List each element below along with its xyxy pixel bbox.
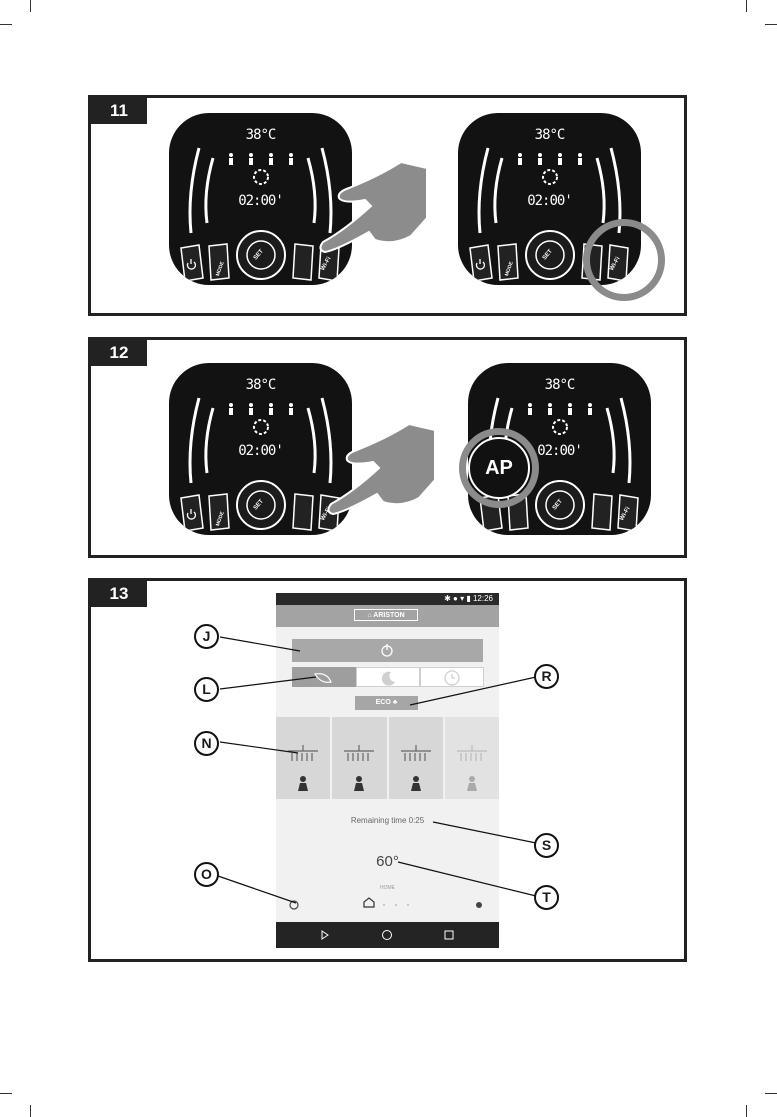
shower-option[interactable] xyxy=(444,717,499,799)
time-display: 02:00' xyxy=(238,443,284,459)
mode-selector xyxy=(292,667,484,687)
shower-option[interactable] xyxy=(276,717,331,799)
ariston-logo: ⌂ ARISTON xyxy=(354,609,418,621)
status-time: 12:26 xyxy=(472,594,493,603)
back-icon xyxy=(321,930,329,940)
callout-s: S xyxy=(534,833,559,858)
nav-icons xyxy=(321,930,454,940)
home-nav-icon xyxy=(382,930,392,940)
shower-person-icon xyxy=(400,745,431,791)
time-display: 02:00' xyxy=(238,193,284,209)
android-nav-bar xyxy=(276,922,499,948)
callout-r: R xyxy=(534,664,559,689)
time-display: 02:00' xyxy=(537,443,583,459)
callout-t: T xyxy=(534,885,559,910)
temperature-display: 38°C xyxy=(245,127,277,143)
shower-person-icon xyxy=(456,745,487,791)
night-mode-tab[interactable] xyxy=(356,667,420,687)
step-number: 12 xyxy=(91,340,147,366)
crop-mark xyxy=(30,0,31,12)
crop-mark xyxy=(0,1093,12,1094)
recents-icon xyxy=(444,930,454,940)
callout-j: J xyxy=(194,624,219,649)
highlight-circle xyxy=(583,219,665,301)
shower-option[interactable] xyxy=(332,717,387,799)
device-graphics xyxy=(180,397,340,532)
device-graphics xyxy=(180,147,340,282)
crop-mark xyxy=(746,0,747,12)
app-header: ⌂ ARISTON xyxy=(276,605,499,627)
callout-o: O xyxy=(194,862,219,887)
control-panel-device: 38°C 02:00' MODE SET Wi-Fi xyxy=(169,113,352,285)
power-button[interactable] xyxy=(292,639,483,662)
eco-button[interactable]: ECO ♣ xyxy=(355,696,418,710)
device-graphics xyxy=(479,397,639,532)
ap-indicator: AP xyxy=(468,437,530,499)
callout-n: N xyxy=(194,731,219,756)
leaf-icon xyxy=(314,673,332,683)
status-bar: ✱ ● ▾ ▮ 12:26 xyxy=(276,593,499,605)
logo-text: ARISTON xyxy=(373,612,405,619)
power-icon xyxy=(381,644,393,657)
callout-l: L xyxy=(194,677,219,702)
crop-mark xyxy=(765,1093,777,1094)
highlight-circle xyxy=(459,428,539,508)
step-11-panel: 11 38°C 02:00' MODE SET Wi-Fi xyxy=(88,95,687,316)
temperature-display: 38°C xyxy=(245,377,277,393)
eco-mode-tab[interactable] xyxy=(292,667,356,687)
gear-icon xyxy=(476,902,482,908)
eco-label: ECO xyxy=(375,699,391,706)
shower-person-icon xyxy=(344,745,375,791)
step-number: 13 xyxy=(91,581,147,607)
temperature-value: 60° xyxy=(376,853,399,870)
temperature-display: 38°C xyxy=(534,127,566,143)
shower-option[interactable] xyxy=(388,717,443,799)
step-12-panel: 12 38°C 02:00' MODE SET Wi-Fi xyxy=(88,337,687,558)
crop-mark xyxy=(765,24,777,25)
pointing-hand-icon xyxy=(319,160,428,254)
check-icon xyxy=(289,900,299,910)
crop-mark xyxy=(0,24,12,25)
pointing-hand-icon xyxy=(327,422,436,516)
clock-icon xyxy=(444,670,460,686)
step-number: 11 xyxy=(91,98,147,124)
control-panel-device: 38°C 02:00' MODE SET Wi-Fi xyxy=(169,363,352,535)
shower-person-icon xyxy=(288,745,318,791)
timer-mode-tab[interactable] xyxy=(420,667,484,687)
moon-icon xyxy=(381,671,395,686)
temperature-display: 38°C xyxy=(544,377,576,393)
crop-mark xyxy=(30,1105,31,1117)
shower-selector xyxy=(276,717,499,799)
remaining-time: Remaining time 0:25 xyxy=(350,816,425,825)
time-display: 02:00' xyxy=(527,193,573,209)
home-icon xyxy=(363,897,375,908)
app-screenshot: ✱ ● ▾ ▮ 12:26 ⌂ ARISTON ECO ♣ Remaining … xyxy=(276,593,499,948)
home-label: HOME xyxy=(380,885,395,891)
bottom-icons xyxy=(289,897,482,910)
crop-mark xyxy=(746,1105,747,1117)
